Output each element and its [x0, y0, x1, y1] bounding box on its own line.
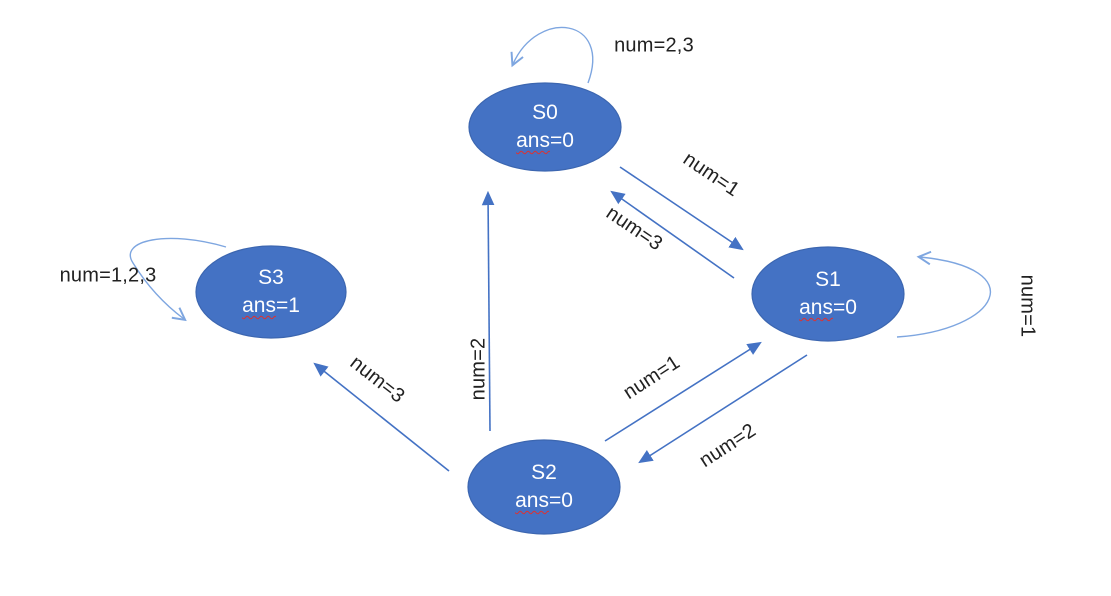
label-s3-self: num=1,2,3 [59, 264, 157, 287]
state-s2-ellipse [467, 439, 621, 535]
state-s2-label: S2 ans=0 [464, 459, 624, 515]
state-s0-name: S0 [532, 101, 558, 124]
state-s1-name: S1 [815, 268, 841, 291]
self-loop-s1-arrow [896, 250, 991, 338]
self-loop-s0-arrow [510, 26, 594, 84]
state-s0-label: S0 ans=0 [465, 99, 625, 155]
label-s0-self: num=2,3 [614, 34, 694, 57]
state-s0-ans: ans=0 [516, 129, 574, 152]
state-s3-label: S3 ans=1 [191, 264, 351, 320]
edge-s1-to-s0-arrow [610, 190, 735, 279]
state-s2-ans: ans=0 [515, 489, 573, 512]
state-s1-label: S1 ans=0 [748, 266, 908, 322]
state-s3-ellipse [195, 245, 347, 339]
state-s3-ans: ans=1 [242, 294, 300, 317]
edge-s2-to-s3-arrow [313, 362, 450, 472]
edge-s2-to-s0-arrow [481, 190, 495, 432]
edge-s1-to-s2-arrow [638, 354, 808, 464]
label-s2-to-s0: num=2 [467, 337, 490, 401]
edge-s2-to-s1-arrow [604, 341, 762, 442]
state-s2-name: S2 [531, 461, 557, 484]
state-s0-ellipse [468, 82, 622, 172]
state-s1-ans: ans=0 [799, 296, 857, 319]
edge-s0-to-s1-arrow [619, 166, 744, 251]
state-s1-ellipse [751, 246, 905, 342]
label-s1-self: num=1 [1016, 274, 1039, 338]
state-s3-name: S3 [258, 266, 284, 289]
self-loop-s3-arrow [129, 237, 227, 322]
